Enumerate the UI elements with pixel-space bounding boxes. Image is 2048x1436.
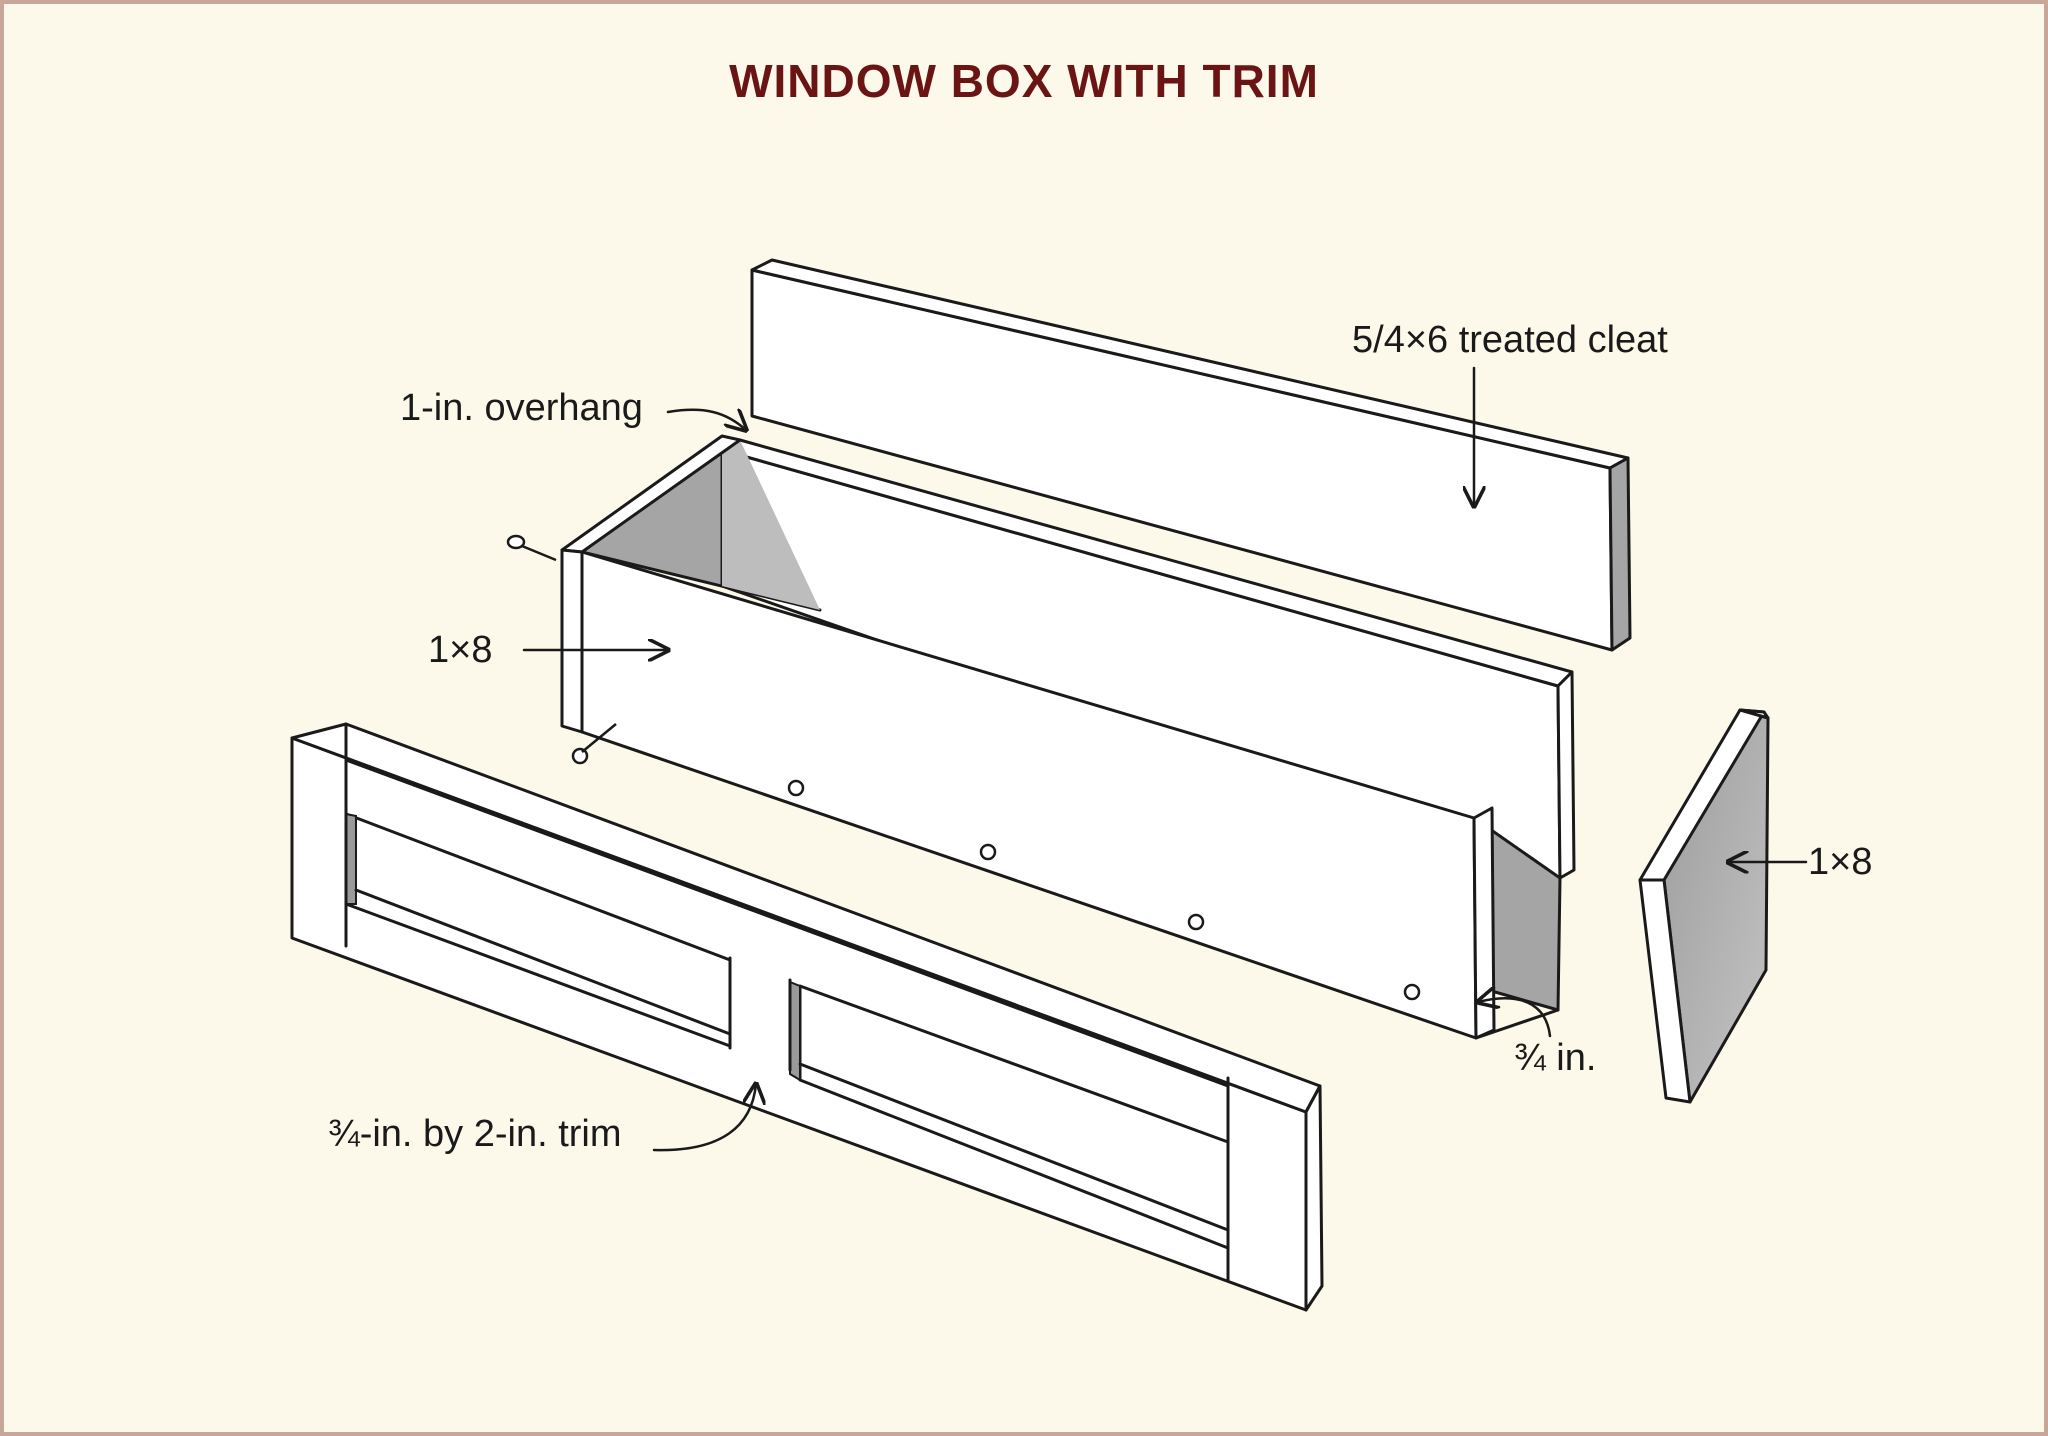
screw-holes	[571, 747, 1421, 1001]
screw-hole	[787, 779, 805, 797]
screw-hole	[571, 747, 589, 765]
label-three-quarter: ¾ in.	[1514, 1037, 1596, 1079]
label-overhang: 1-in. overhang	[400, 387, 643, 429]
screw-hole	[1403, 983, 1421, 1001]
screw-hole	[979, 843, 997, 861]
nail-upper	[506, 534, 557, 562]
label-end-board: 1×8	[1808, 841, 1872, 883]
label-front-board: 1×8	[428, 629, 492, 671]
nail-lower	[581, 723, 617, 753]
label-trim: ¾-in. by 2-in. trim	[328, 1113, 622, 1155]
cleat-board	[750, 258, 1632, 652]
box-body	[560, 434, 1576, 1040]
end-board	[1638, 708, 1770, 1104]
diagram-title: WINDOW BOX WITH TRIM	[729, 55, 1319, 107]
label-cleat: 5/4×6 treated cleat	[1352, 319, 1668, 361]
trim-frame	[290, 722, 1324, 1312]
screw-hole	[1187, 913, 1205, 931]
